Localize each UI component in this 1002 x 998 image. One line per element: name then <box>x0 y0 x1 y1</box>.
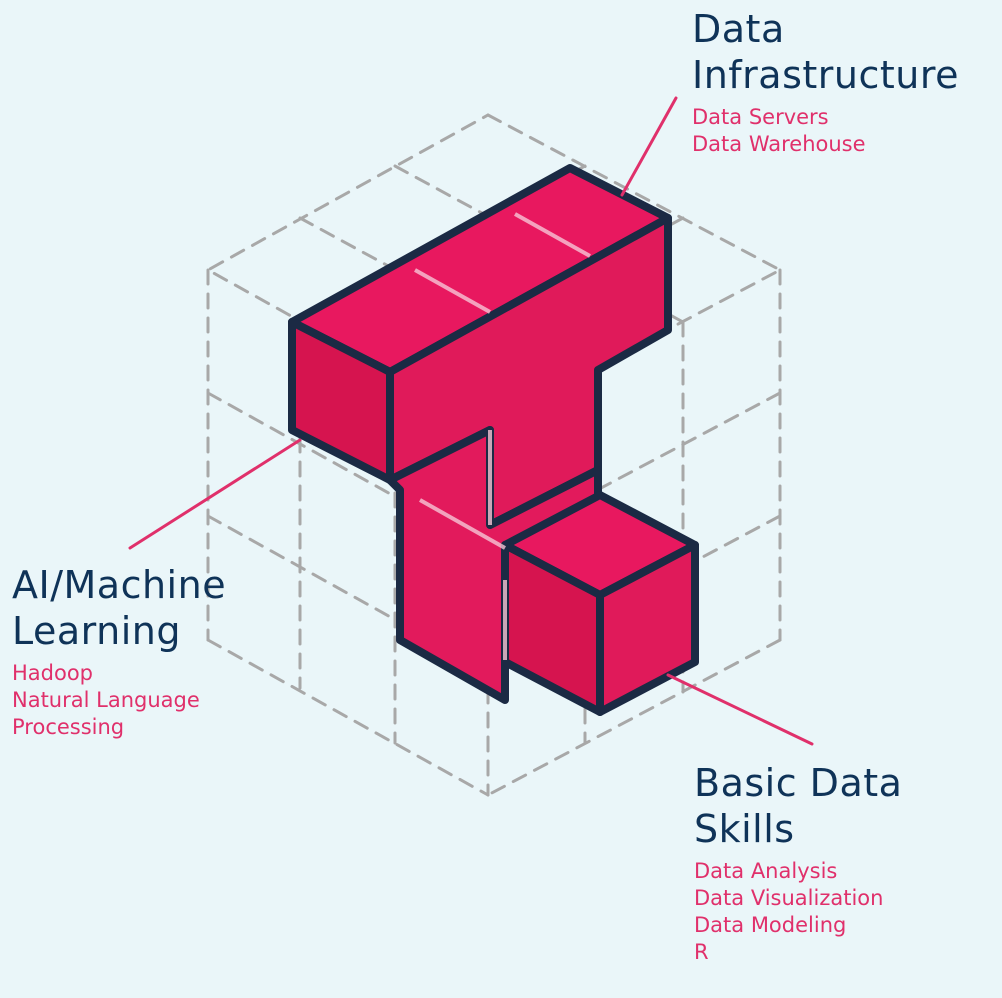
subitem: Hadoop <box>12 661 94 685</box>
heading-line: Data <box>692 7 785 51</box>
heading-line: Skills <box>694 807 795 851</box>
subitem-list: Data Analysis Data Visualization Data Mo… <box>694 858 902 966</box>
leader-lines <box>128 96 814 746</box>
subitem: Data Modeling <box>694 913 847 937</box>
heading-line: Infrastructure <box>692 53 960 97</box>
subitem-list: Hadoop Natural Language Processing <box>12 660 226 741</box>
leader-line-basic <box>666 673 814 746</box>
subitem: Data Analysis <box>694 859 838 883</box>
category-heading: AI/Machine Learning <box>12 562 226 654</box>
category-data-infrastructure: Data Infrastructure Data Servers Data Wa… <box>692 6 959 158</box>
category-basic-data-skills: Basic Data Skills Data Analysis Data Vis… <box>694 760 902 966</box>
subitem-list: Data Servers Data Warehouse <box>692 104 959 158</box>
subitem: Natural Language <box>12 688 200 712</box>
leader-line-ai <box>128 438 302 550</box>
leader-line-infra <box>620 96 678 197</box>
category-heading: Basic Data Skills <box>694 760 902 852</box>
category-ai-machine-learning: AI/Machine Learning Hadoop Natural Langu… <box>12 562 226 741</box>
block-highlights <box>414 212 591 660</box>
subitem: R <box>694 940 709 964</box>
subitem: Data Visualization <box>694 886 884 910</box>
heading-line: AI/Machine <box>12 563 227 607</box>
subitem: Processing <box>12 715 125 739</box>
heading-line: Learning <box>12 609 181 653</box>
heading-line: Basic Data <box>694 761 903 805</box>
small-cube-right-face <box>596 541 699 716</box>
subitem: Data Servers <box>692 105 829 129</box>
pink-blocks <box>288 164 699 716</box>
subitem: Data Warehouse <box>692 132 866 156</box>
category-heading: Data Infrastructure <box>692 6 959 98</box>
